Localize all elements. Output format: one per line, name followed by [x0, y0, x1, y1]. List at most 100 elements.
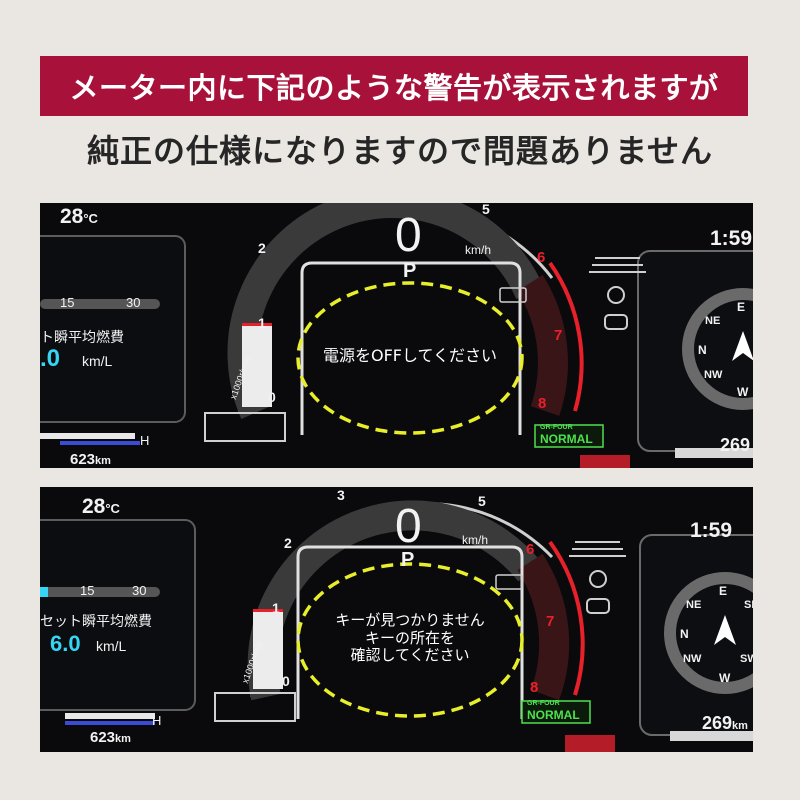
rpm-tick-1: 1	[272, 600, 280, 616]
warning-outline	[296, 281, 524, 435]
banner-text: メーター内に下記のような警告が表示されますが	[69, 71, 719, 105]
left-screen-frame	[40, 519, 196, 711]
rpm-tick-2: 2	[258, 240, 266, 256]
trip-scale-30: 30	[132, 583, 147, 598]
compass-n: N	[680, 627, 689, 641]
rpm-tick-5: 5	[478, 493, 486, 509]
header-banner: メーター内に下記のような警告が表示されますが	[40, 56, 748, 116]
meter-photo-1: 28°C 15 30 ト瞬平均燃費 .0 km/L H 623km 1 2 5 …	[40, 203, 753, 468]
warning-line-2: キーの所在を	[364, 628, 455, 647]
rpm-tick-8: 8	[538, 395, 547, 412]
range-left: 623km	[90, 729, 131, 746]
fuel-economy-value: 6.0	[50, 631, 81, 656]
compass-e: E	[719, 584, 728, 598]
lane-assist-icon	[589, 257, 646, 273]
right-screen-frame	[639, 534, 753, 736]
speed-unit: km/h	[465, 243, 492, 257]
rpm-tick-7: 7	[546, 613, 555, 630]
drive-mode-box	[521, 700, 591, 724]
clock-time: 1:59	[690, 519, 733, 542]
rpm-red-marker	[253, 609, 283, 612]
return-icon	[499, 287, 527, 303]
driver-monitor-icon	[607, 286, 625, 304]
drive-mode: NORMAL	[540, 432, 593, 446]
fuel-economy-label: ト瞬平均燃費	[40, 330, 124, 346]
drive-mode-box	[534, 424, 604, 448]
rpm-indicator-fill	[242, 325, 272, 407]
compass-ne: NE	[705, 315, 721, 327]
rpm-tick-5: 5	[482, 203, 490, 217]
fuel-economy-unit: km/L	[96, 638, 127, 654]
fuel-economy-label: セット瞬平均燃費	[40, 614, 152, 630]
range-right: 269km	[702, 713, 748, 733]
clock-time: 1:59	[710, 227, 753, 250]
rpm-tick-1: 1	[258, 315, 266, 331]
warning-message: 電源をOFFしてください	[310, 346, 510, 366]
drive-mode-top: GR-FOUR	[540, 424, 573, 431]
meter-graphics-1	[40, 203, 753, 468]
rpm-tick-0: 0	[268, 389, 276, 405]
speed-unit: km/h	[462, 533, 489, 547]
trip-bar	[40, 299, 160, 309]
fuel-gauge-bar	[40, 433, 135, 439]
rpm-tick-0: 0	[282, 673, 290, 689]
compass-nw: NW	[683, 653, 702, 665]
lane-assist-icon	[569, 541, 626, 557]
drive-mode: NORMAL	[527, 708, 580, 722]
left-screen-frame	[40, 235, 186, 423]
gear-indicator: P	[403, 260, 417, 282]
compass-n: N	[698, 343, 707, 357]
car-distance-icon	[604, 314, 628, 330]
gr-logo	[580, 455, 630, 468]
fuel-gauge-fill	[65, 721, 155, 725]
gear-indicator: P	[401, 549, 415, 571]
tacho-redzone	[548, 540, 585, 696]
right-fuel-bar	[670, 731, 753, 741]
compass-sw: SW	[740, 653, 753, 665]
right-fuel-bar	[675, 448, 753, 458]
tacho-band	[227, 203, 544, 419]
tacho-redband	[517, 275, 568, 416]
meter-photo-2: 28°C 15 30 セット瞬平均燃費 6.0 km/L H 623km 1 2…	[40, 487, 753, 752]
rpm-red-marker	[242, 323, 272, 326]
compass-ne: NE	[686, 599, 702, 611]
rpm-tick-6: 6	[537, 249, 546, 266]
center-display-frame	[300, 261, 522, 435]
compass-arrow-icon	[714, 615, 736, 645]
trip-bar	[40, 587, 160, 597]
rpm-tick-6: 6	[526, 541, 535, 558]
range-right: 269	[720, 435, 751, 455]
compass-w: W	[719, 671, 731, 685]
trip-scale-15: 15	[60, 295, 75, 310]
lower-left-box	[204, 412, 286, 442]
rpm-indicator-fill	[253, 611, 283, 689]
range-left: 623km	[70, 451, 111, 468]
meter-graphics-2	[40, 500, 753, 752]
compass-ring	[664, 572, 753, 694]
rpm-tick-3: 3	[337, 487, 345, 503]
compass-e: E	[737, 300, 746, 314]
warning-outline	[296, 562, 524, 718]
rpm-tick-8: 8	[530, 679, 539, 696]
fuel-h-label: H	[152, 713, 162, 728]
gr-logo	[565, 735, 615, 752]
trip-scale-15: 15	[80, 583, 95, 598]
fuel-gauge-fill	[60, 441, 140, 445]
warning-line-1: キーが見つかりません	[335, 611, 485, 629]
fuel-economy-value: .0	[40, 345, 61, 372]
fuel-gauge-bar	[65, 713, 155, 719]
trip-bar-fill	[40, 587, 48, 597]
center-display-frame	[296, 545, 524, 719]
rpm-tick-2: 2	[284, 535, 292, 551]
warning-line-3: 確認してください	[350, 646, 470, 665]
compass-w: W	[737, 385, 749, 399]
temperature: 28°C	[60, 205, 98, 228]
compass-se: SE	[744, 599, 753, 611]
subtitle: 純正の仕様になりますので問題ありません	[86, 132, 714, 170]
speed-value: 0	[395, 500, 422, 553]
fuel-economy-unit: km/L	[82, 353, 113, 369]
car-distance-icon	[586, 598, 610, 614]
speed-value: 0	[395, 209, 422, 262]
warning-message: キーが見つかりません キーの所在を 確認してください	[310, 611, 510, 665]
trip-scale-30: 30	[126, 295, 141, 310]
